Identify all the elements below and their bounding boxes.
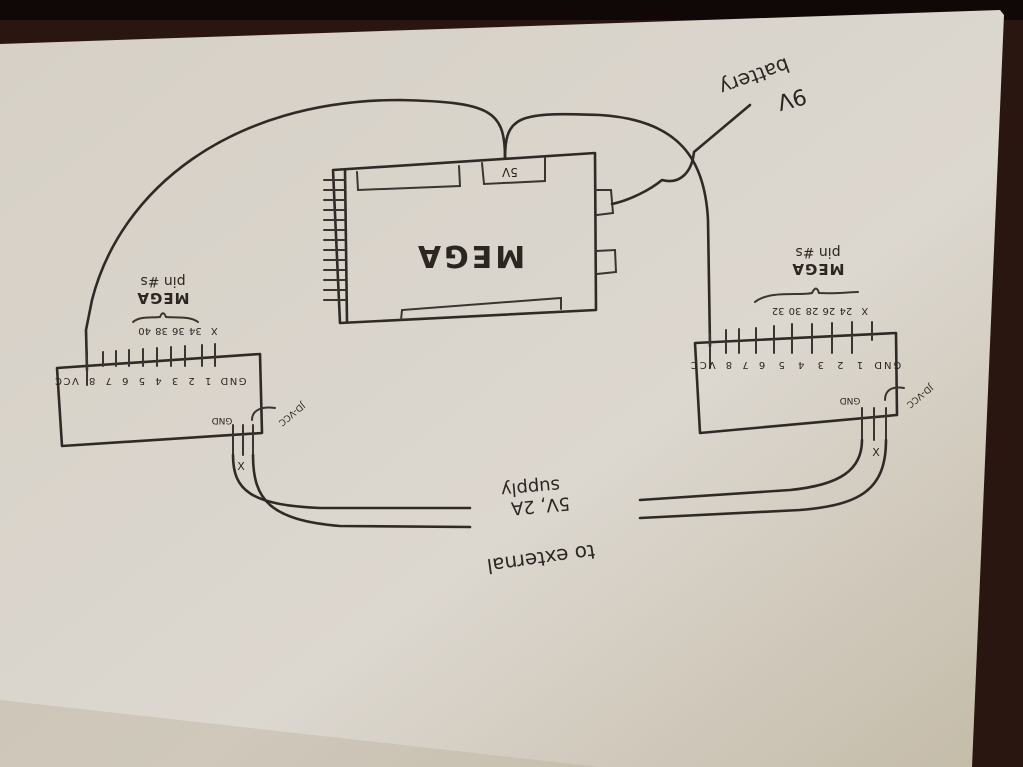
svg-text:pin #s: pin #s	[795, 244, 840, 260]
svg-text:X: X	[872, 446, 880, 459]
external-supply-wires	[231, 438, 888, 529]
left-module-mega-pin-map: X 34 36 38 40	[138, 325, 218, 336]
battery-lead	[610, 103, 752, 206]
mega-5v-pin-label: 5V	[501, 165, 518, 179]
svg-text:supply: supply	[500, 474, 561, 500]
svg-text:5V, 2A: 5V, 2A	[510, 492, 571, 518]
svg-text:MEGA: MEGA	[791, 260, 844, 278]
mega-board: MEGA 5V	[323, 151, 618, 325]
svg-text:GND: GND	[840, 395, 861, 405]
left-module-pin-labels: GND 1 2 3 4 5 6 7 8 VCC	[54, 375, 247, 386]
right-relay-module: GND 1 2 3 4 5 6 7 8 VCC X 24 26 28 30 32…	[689, 244, 935, 459]
right-module-mega-pin-map: X 24 26 28 30 32	[772, 305, 868, 316]
paper-sheet	[0, 10, 1004, 767]
svg-text:pin #s: pin #s	[140, 273, 185, 289]
svg-text:GND: GND	[212, 415, 233, 425]
svg-text:MEGA: MEGA	[136, 289, 189, 307]
right-module-pin-labels: GND 1 2 3 4 5 6 7 8 VCC	[689, 359, 901, 370]
power-wire-5v	[84, 98, 712, 372]
mega-board-label: MEGA	[415, 238, 525, 273]
svg-text:X: X	[237, 460, 245, 473]
